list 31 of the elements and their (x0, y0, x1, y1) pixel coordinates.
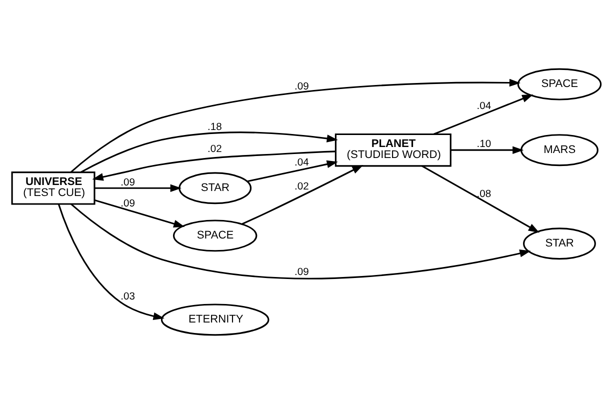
arrow (434, 94, 534, 134)
node-ellipse: SPACE (517, 68, 602, 100)
edge-label: .04 (476, 100, 492, 112)
arrow (94, 184, 182, 192)
edge-label: .10 (476, 138, 492, 150)
edge-label: .09 (120, 198, 135, 210)
arrow (94, 198, 185, 227)
edge-label: .02 (294, 180, 309, 192)
arrow (247, 160, 338, 182)
edge-label: .09 (294, 80, 309, 92)
arrow (242, 164, 364, 224)
arrow (422, 164, 540, 232)
edge-label: .02 (208, 143, 222, 154)
node-box: PLANET (STUDIED WORD) (334, 132, 452, 166)
arrow (58, 203, 164, 320)
arrow (92, 150, 336, 180)
edge-label: .03 (120, 290, 135, 302)
arrow (80, 131, 338, 172)
edge-label: .09 (294, 266, 309, 278)
arrow (70, 78, 521, 172)
arrow (70, 202, 531, 279)
edge-label: .18 (208, 121, 222, 132)
node-box: UNIVERSE (TEST CUE) (11, 170, 96, 204)
node-ellipse: STAR (178, 172, 252, 204)
node-ellipse: MARS (520, 134, 598, 166)
edge-label: .04 (294, 156, 309, 168)
edge-label: .09 (120, 176, 135, 188)
node-ellipse: STAR (523, 227, 596, 260)
arrow (450, 146, 524, 154)
node-ellipse: ETERNITY (160, 303, 270, 336)
edge-label: .08 (476, 188, 492, 200)
